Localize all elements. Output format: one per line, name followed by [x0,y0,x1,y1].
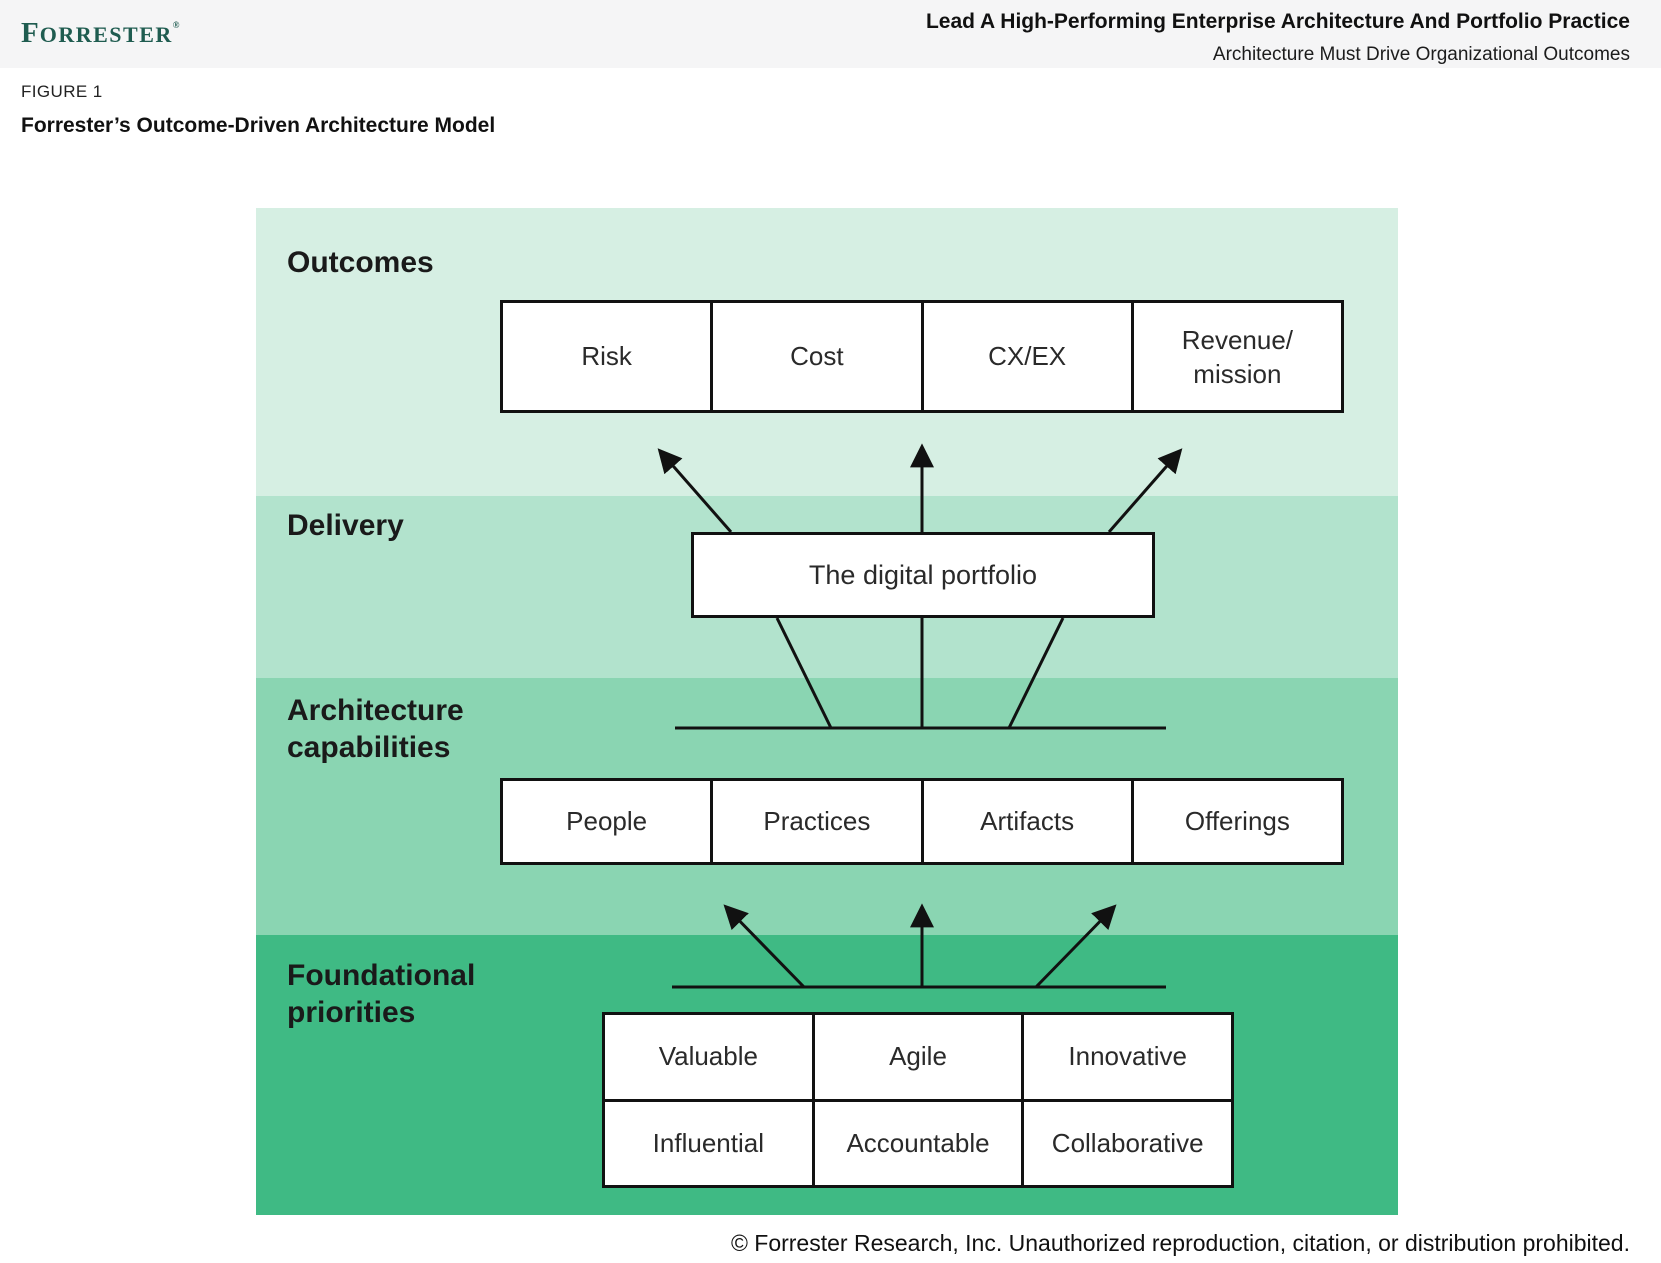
copyright-notice: © Forrester Research, Inc. Unauthorized … [730,1230,1630,1256]
foundational-row-1: Valuable Agile Innovative [605,1015,1231,1099]
band-delivery: Delivery [256,496,1398,678]
report-title: Lead A High-Performing Enterprise Archit… [925,10,1630,33]
band-outcomes-label: Outcomes [287,246,434,279]
delivery-fork-left [775,617,833,729]
outcome-box-cost: Cost [710,303,920,410]
foundational-row-2: Influential Accountable Collaborative [605,1098,1231,1185]
band-foundational-priorities-label: Foundational priorities [287,959,476,1029]
capability-box-offerings: Offerings [1130,781,1341,862]
capability-box-artifacts: Artifacts [920,781,1131,862]
registered-trademark-symbol: ® [172,20,180,30]
foundational-box-innovative: Innovative [1021,1015,1231,1099]
figure-number-label: FIGURE 1 [21,82,103,101]
arrow-foundational-left [723,904,806,989]
arrow-delivery-to-revenue [1107,448,1183,533]
foundational-box-collaborative: Collaborative [1021,1101,1231,1185]
arrow-foundational-right [1034,904,1117,989]
logo-initial: F [21,17,40,49]
delivery-fork-right [1007,617,1065,729]
foundational-priorities-grid: Valuable Agile Innovative Influential Ac… [602,1012,1234,1188]
header-bar [0,0,1661,68]
forrester-logo: FORRESTER® [21,19,180,48]
figure-title: Forrester’s Outcome-Driven Architecture … [21,114,496,137]
report-subtitle: Architecture Must Drive Organizational O… [1212,44,1630,65]
outcome-box-revenue-mission: Revenue/ mission [1130,303,1341,410]
digital-portfolio-box: The digital portfolio [691,532,1155,618]
foundational-box-valuable: Valuable [658,1041,758,1072]
foundational-box-influential: Influential [652,1127,764,1158]
connector-arrows [657,443,1183,989]
outcomes-box-row: Risk Cost CX/EX Revenue/ mission [500,300,1344,413]
capabilities-box-row: People Practices Artifacts Offerings [500,778,1344,865]
capability-box-practices: Practices [710,781,920,862]
outcome-box-risk: Risk [581,341,632,371]
outcome-box-cxex: CX/EX [920,303,1131,410]
band-delivery-label: Delivery [287,509,404,542]
logo-wordmark: ORRESTER [39,22,173,47]
arrow-delivery-to-risk [657,448,733,533]
band-architecture-capabilities-label: Architecture capabilities [287,694,464,764]
foundational-box-accountable: Accountable [811,1101,1022,1185]
capability-box-people: People [566,806,648,836]
foundational-box-agile: Agile [811,1015,1022,1099]
